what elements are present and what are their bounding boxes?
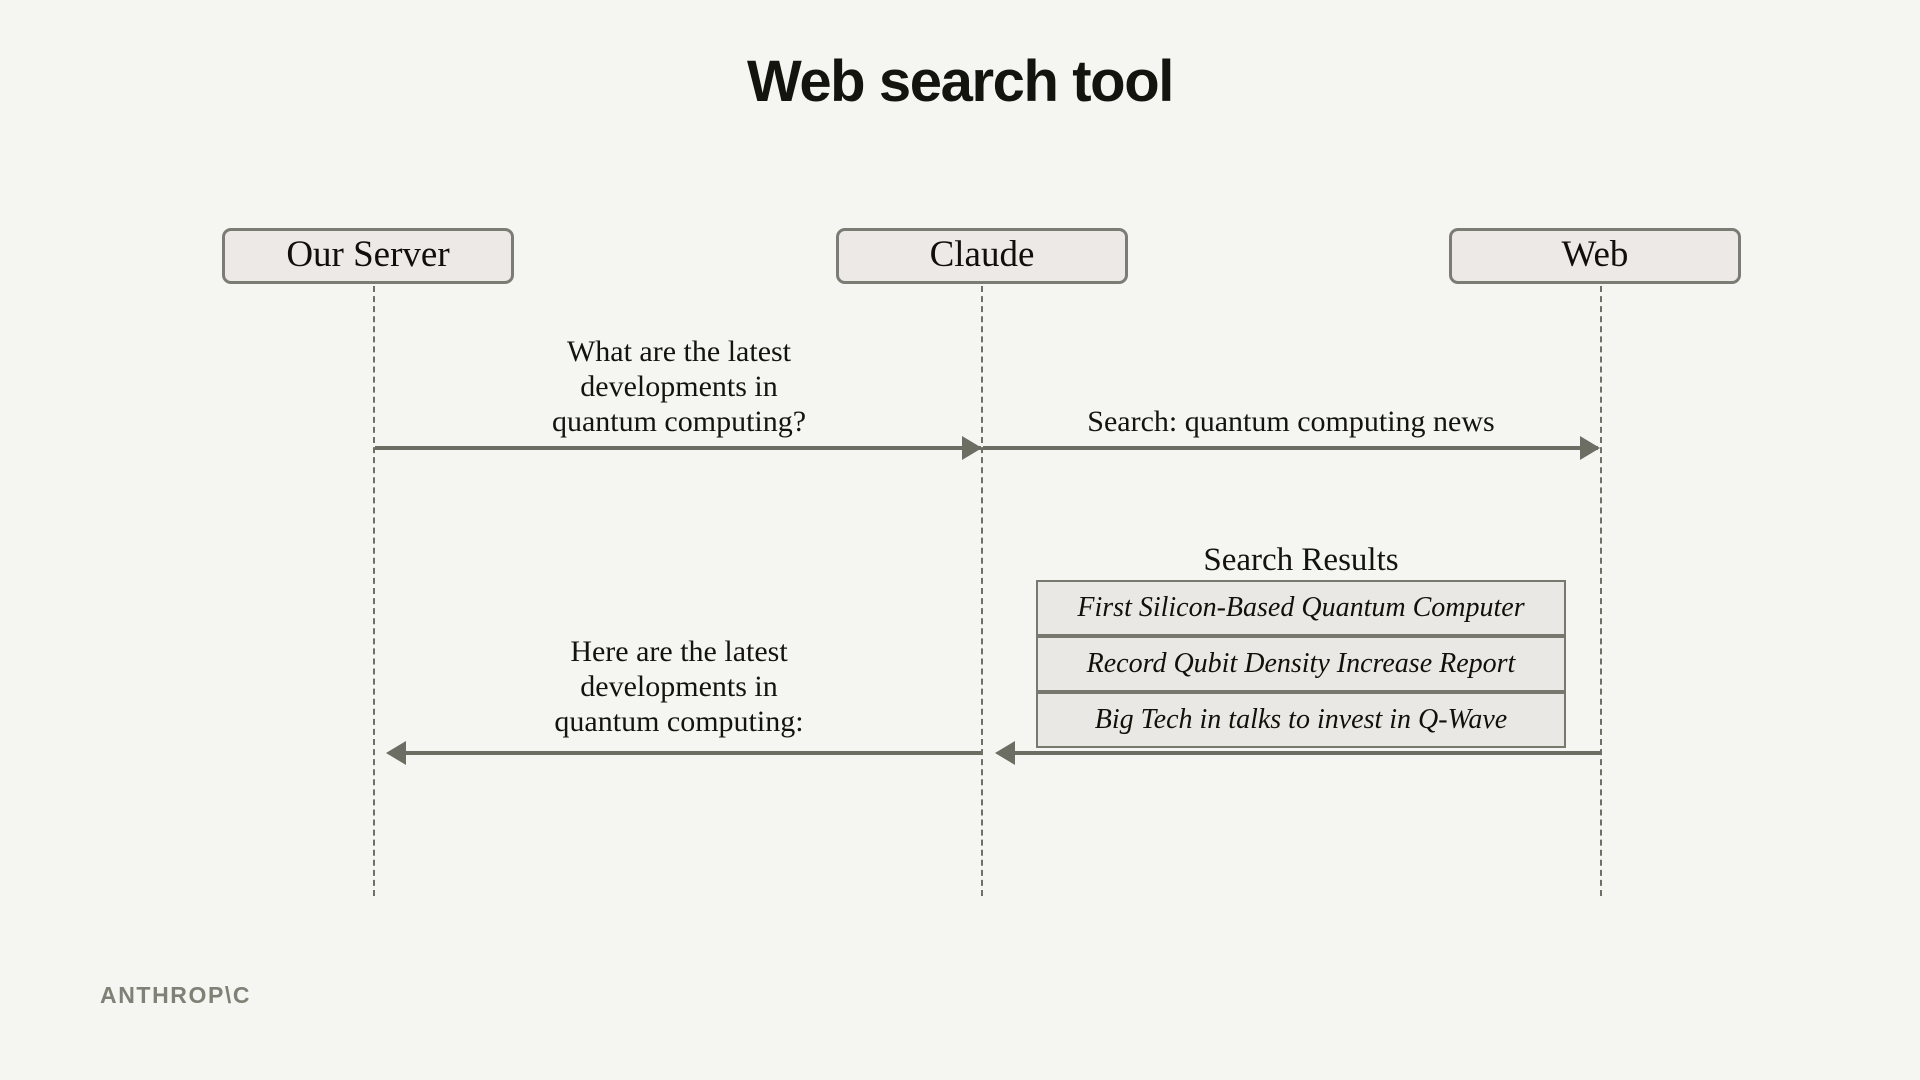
search-result-item[interactable]: First Silicon-Based Quantum Computer xyxy=(1036,580,1566,636)
arrow-head-search-to-web xyxy=(1580,436,1600,460)
actor-box-our-server[interactable]: Our Server xyxy=(222,228,514,284)
actor-box-claude[interactable]: Claude xyxy=(836,228,1128,284)
search-result-item[interactable]: Record Qubit Density Increase Report xyxy=(1036,636,1566,692)
arrow-head-answer-to-server xyxy=(386,741,406,765)
arrow-head-results-to-claude xyxy=(995,741,1015,765)
message-label-request-to-claude: What are the latest developments in quan… xyxy=(551,335,807,439)
message-line-results-to-claude xyxy=(1001,751,1601,755)
lifeline-web xyxy=(1600,286,1602,896)
actor-label-our-server: Our Server xyxy=(286,233,450,275)
search-results-title: Search Results xyxy=(1203,542,1399,578)
message-label-answer-to-server: Here are the latest developments in quan… xyxy=(554,635,804,739)
lifeline-claude xyxy=(981,286,983,896)
actor-box-web[interactable]: Web xyxy=(1449,228,1741,284)
lifeline-our-server xyxy=(373,286,375,896)
anthropic-logo: ANTHROP\C xyxy=(100,982,252,1008)
search-result-item[interactable]: Big Tech in talks to invest in Q-Wave xyxy=(1036,692,1566,748)
message-line-request-to-claude xyxy=(375,446,981,450)
arrow-head-request-to-claude xyxy=(962,436,982,460)
actor-label-web: Web xyxy=(1561,233,1629,275)
message-label-search-to-web: Search: quantum computing news xyxy=(1087,405,1495,438)
actor-label-claude: Claude xyxy=(929,233,1035,275)
page-title: Web search tool xyxy=(747,49,1174,114)
message-line-search-to-web xyxy=(983,446,1598,450)
message-line-answer-to-server xyxy=(393,751,981,755)
